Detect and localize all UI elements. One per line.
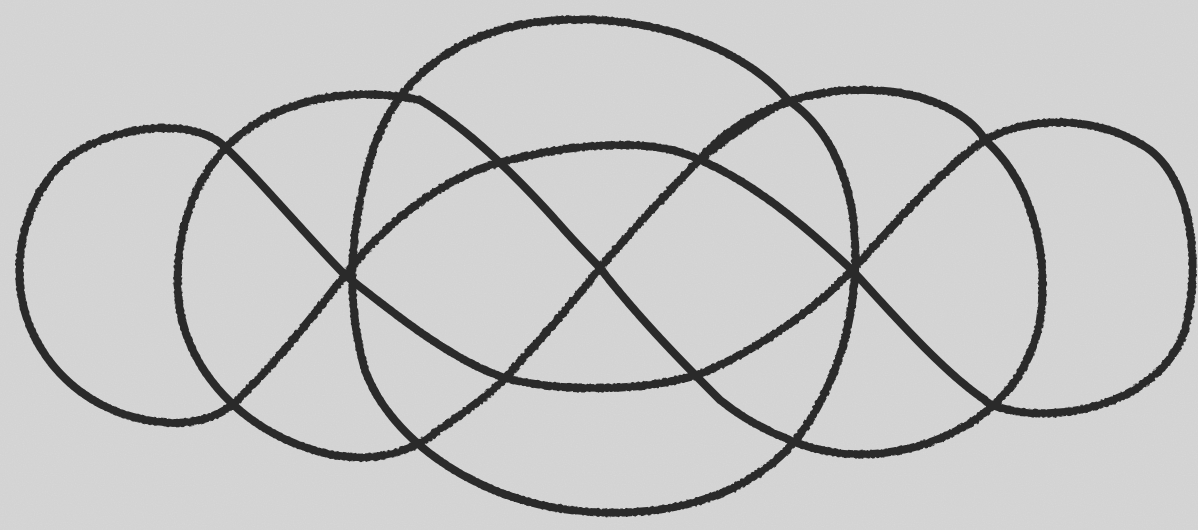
knot-diagram [0,0,1198,530]
